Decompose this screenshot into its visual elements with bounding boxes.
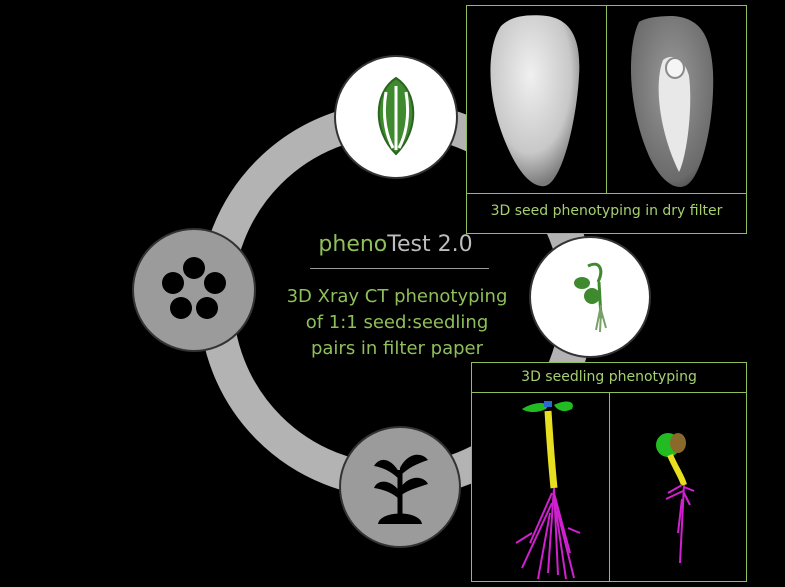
- plant-icon: [374, 454, 428, 524]
- seed-panel-caption-rule: [467, 193, 746, 194]
- seedling-ct-images: [515, 401, 695, 580]
- page-title: phenoTest 2.0: [248, 232, 543, 257]
- seed-ct-images: [490, 15, 714, 187]
- seedling-node: [529, 236, 651, 358]
- seed-panel-divider: [606, 6, 607, 193]
- seed-panel-caption: 3D seed phenotyping in dry filter: [490, 203, 723, 219]
- title-divider: [310, 268, 489, 269]
- seedling-panel-caption: 3D seedling phenotyping: [521, 369, 697, 385]
- flower-icon: [162, 257, 226, 319]
- seedling-panel-divider: [609, 393, 610, 581]
- seed-icon: [377, 76, 415, 156]
- seedling-ct-right: [656, 433, 695, 564]
- description-line-2: of 1:1 seed:seedling: [305, 312, 489, 333]
- title-prefix: pheno: [318, 232, 388, 257]
- description: 3D Xray CT phenotyping of 1:1 seed:seedl…: [262, 284, 532, 362]
- seedling-ct-left: [515, 401, 581, 580]
- seedling-icon: [574, 262, 607, 333]
- title-suffix: Test 2.0: [387, 232, 473, 257]
- seed-ct-exterior: [490, 15, 580, 187]
- seed-ct-interior: [630, 16, 714, 187]
- description-line-1: 3D Xray CT phenotyping: [286, 286, 508, 307]
- seedling-panel-caption-rule: [472, 392, 746, 393]
- flower-node: [132, 228, 256, 352]
- plant-node: [339, 426, 461, 548]
- description-line-3: pairs in filter paper: [310, 338, 484, 359]
- seed-node: [334, 55, 458, 179]
